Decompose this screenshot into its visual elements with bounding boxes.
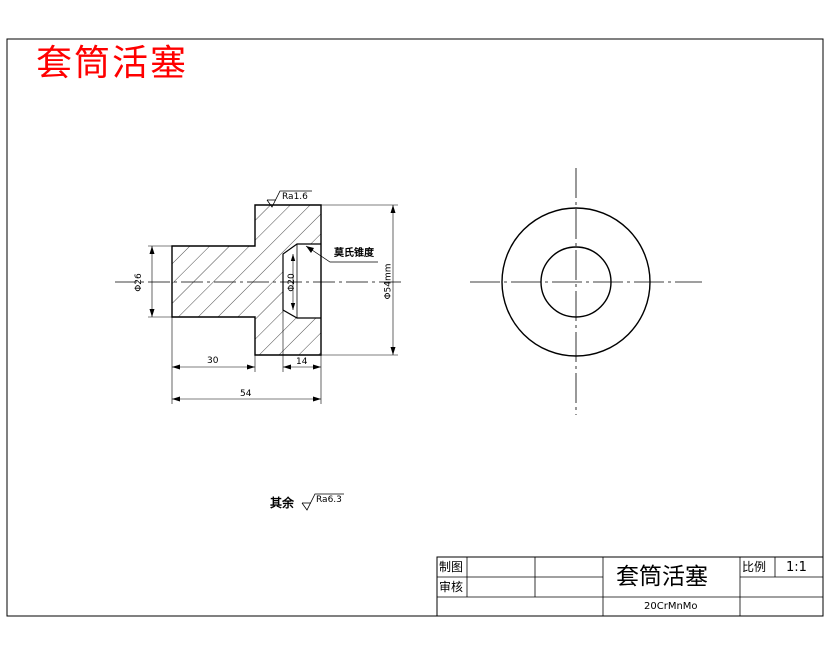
surface-finish-symbol-top [266,190,312,208]
taper-leader [305,245,378,263]
dim-phi26: Φ26 [133,273,144,292]
scale-label: 比例 [742,560,767,574]
surface-finish-bottom-prefix: 其余 [270,496,295,510]
material: 20CrMnMo [644,601,698,612]
title-block [436,556,824,617]
part-name: 套筒活塞 [616,564,708,590]
dim-14: 14 [296,357,308,367]
dim-phi54: Φ54mm [383,263,394,300]
dim-54: 54 [240,389,252,399]
scale-value: 1:1 [786,560,807,575]
section-view [115,190,405,404]
morse-taper-label: 莫氏锥度 [334,248,374,259]
section-hatch [172,205,321,355]
drawn-by-label: 制图 [439,560,464,574]
surface-finish-top-label: Ra1.6 [282,192,308,202]
surface-finish-bottom-label: Ra6.3 [316,495,342,505]
end-view [470,168,702,415]
checked-by-label: 审核 [439,580,464,594]
dim-30: 30 [207,356,219,366]
drawing-border [6,38,824,617]
drawing-title: 套筒活塞 [36,43,189,84]
dim-phi20: Φ20 [286,273,297,292]
surface-finish-symbol-bottom [301,493,344,511]
